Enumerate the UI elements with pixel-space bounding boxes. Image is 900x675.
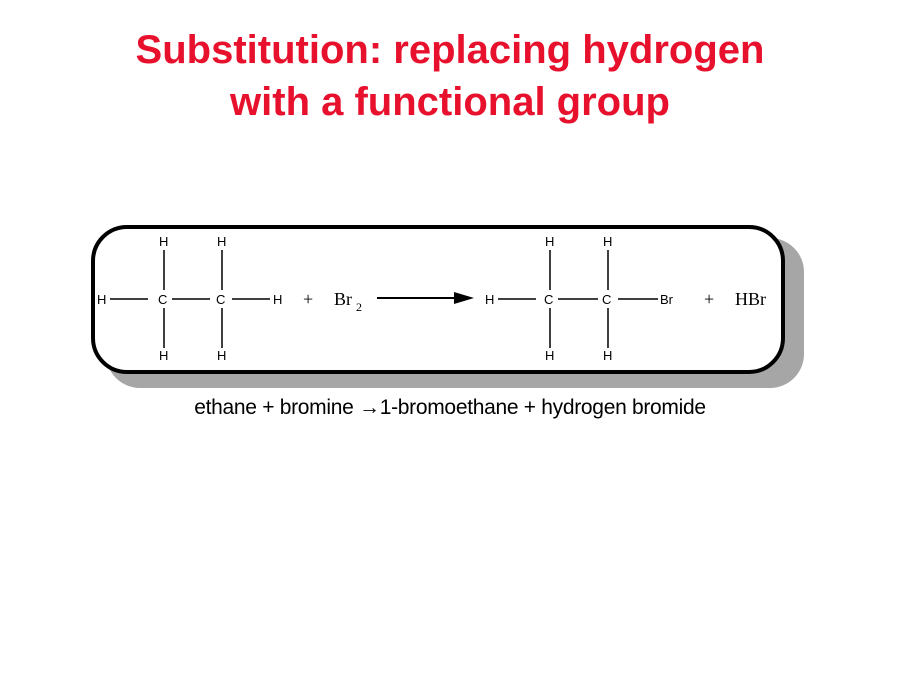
atom-c: C	[544, 292, 553, 307]
atom-h: H	[485, 292, 494, 307]
atom-c: C	[216, 292, 225, 307]
plus-sign: +	[303, 289, 313, 309]
atom-c: C	[158, 292, 167, 307]
atom-h: H	[545, 234, 554, 249]
atom-h: H	[603, 348, 612, 363]
atom-h: H	[217, 348, 226, 363]
atom-h: H	[545, 348, 554, 363]
bromine-subscript: 2	[356, 300, 362, 314]
reaction-svg: H C C H H H H H + Br 2	[91, 225, 804, 388]
atom-c: C	[602, 292, 611, 307]
bromine-formula: Br 2	[334, 289, 362, 314]
ethane-structure: H C C H H H H H	[97, 234, 282, 363]
reaction-box	[91, 225, 785, 374]
bromoethane-structure: H C C Br H H H H	[485, 234, 674, 363]
plus-sign: +	[704, 289, 714, 309]
atom-h: H	[273, 292, 282, 307]
reaction-diagram: H C C H H H H H + Br 2	[88, 222, 808, 399]
atom-h: H	[603, 234, 612, 249]
caption-arrow-icon: →	[359, 396, 380, 419]
hydrogen-bromide-formula: HBr	[735, 289, 766, 309]
title-line-2: with a functional group	[230, 80, 670, 124]
caption-reactants: ethane + bromine	[194, 396, 360, 419]
caption-products: 1-bromoethane + hydrogen bromide	[379, 396, 706, 419]
slide-title: Substitution: replacing hydrogen with a …	[0, 24, 900, 128]
reaction-caption: ethane + bromine →1-bromoethane + hydrog…	[0, 396, 900, 420]
atom-h: H	[159, 348, 168, 363]
atom-h: H	[217, 234, 226, 249]
title-line-1: Substitution: replacing hydrogen	[135, 28, 765, 72]
atom-h: H	[159, 234, 168, 249]
atom-h: H	[97, 292, 106, 307]
reaction-arrow	[377, 292, 474, 304]
atom-br: Br	[660, 292, 674, 307]
bromine-symbol: Br	[334, 289, 352, 309]
